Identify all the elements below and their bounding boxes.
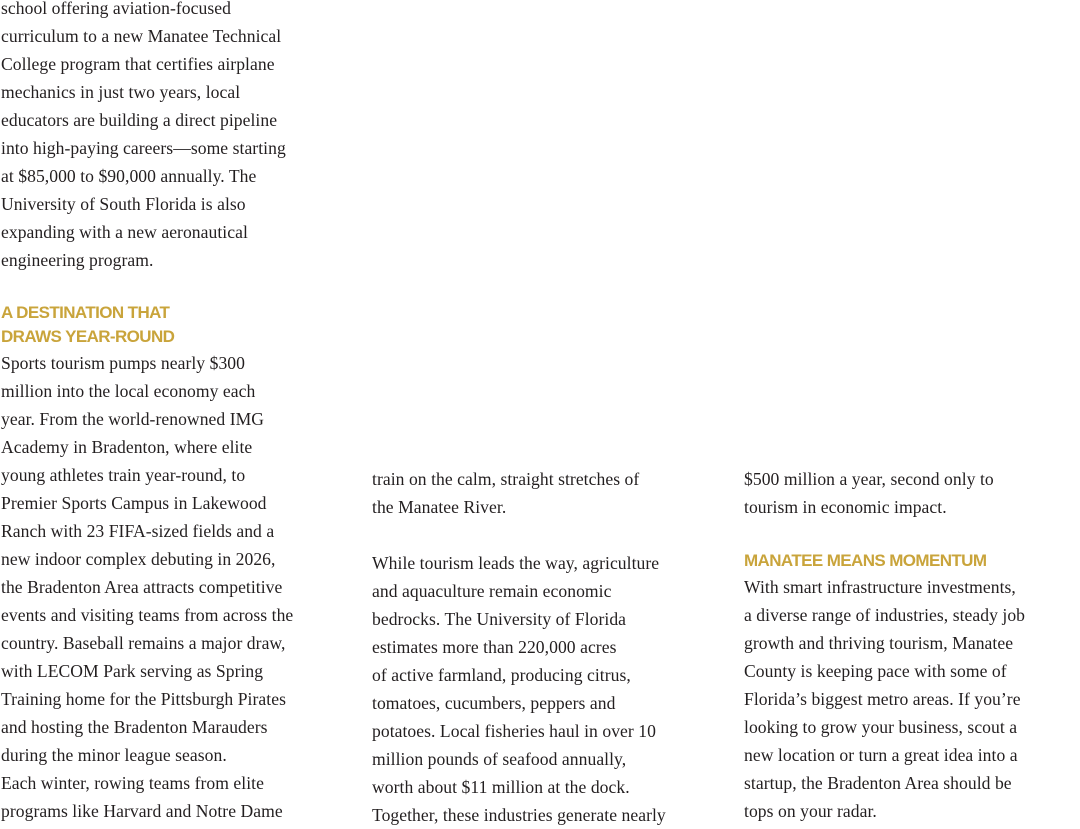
sports-tourism-paragraph: Sports tourism pumps nearly $300 million… <box>1 353 294 821</box>
economic-impact-paragraph: $500 million a year, second only to tour… <box>744 469 994 517</box>
article-column-1: school offering aviation-focused curricu… <box>1 0 346 825</box>
section-heading-destination: A DESTINATION THAT DRAWS YEAR-ROUND <box>1 303 175 346</box>
article-column-3: $500 million a year, second only to tour… <box>744 465 1079 825</box>
aviation-education-paragraph: school offering aviation-focused curricu… <box>1 0 286 270</box>
article-column-2: train on the calm, straight stretches of… <box>372 465 722 829</box>
manatee-river-paragraph: train on the calm, straight stretches of… <box>372 469 640 517</box>
section-heading-momentum: MANATEE MEANS MOMENTUM <box>744 551 987 570</box>
momentum-paragraph: With smart infrastructure investments, a… <box>744 577 1026 821</box>
spacer <box>1 274 346 301</box>
spacer <box>372 521 722 549</box>
agriculture-paragraph: While tourism leads the way, agriculture… <box>372 553 666 825</box>
spacer <box>744 521 1079 549</box>
